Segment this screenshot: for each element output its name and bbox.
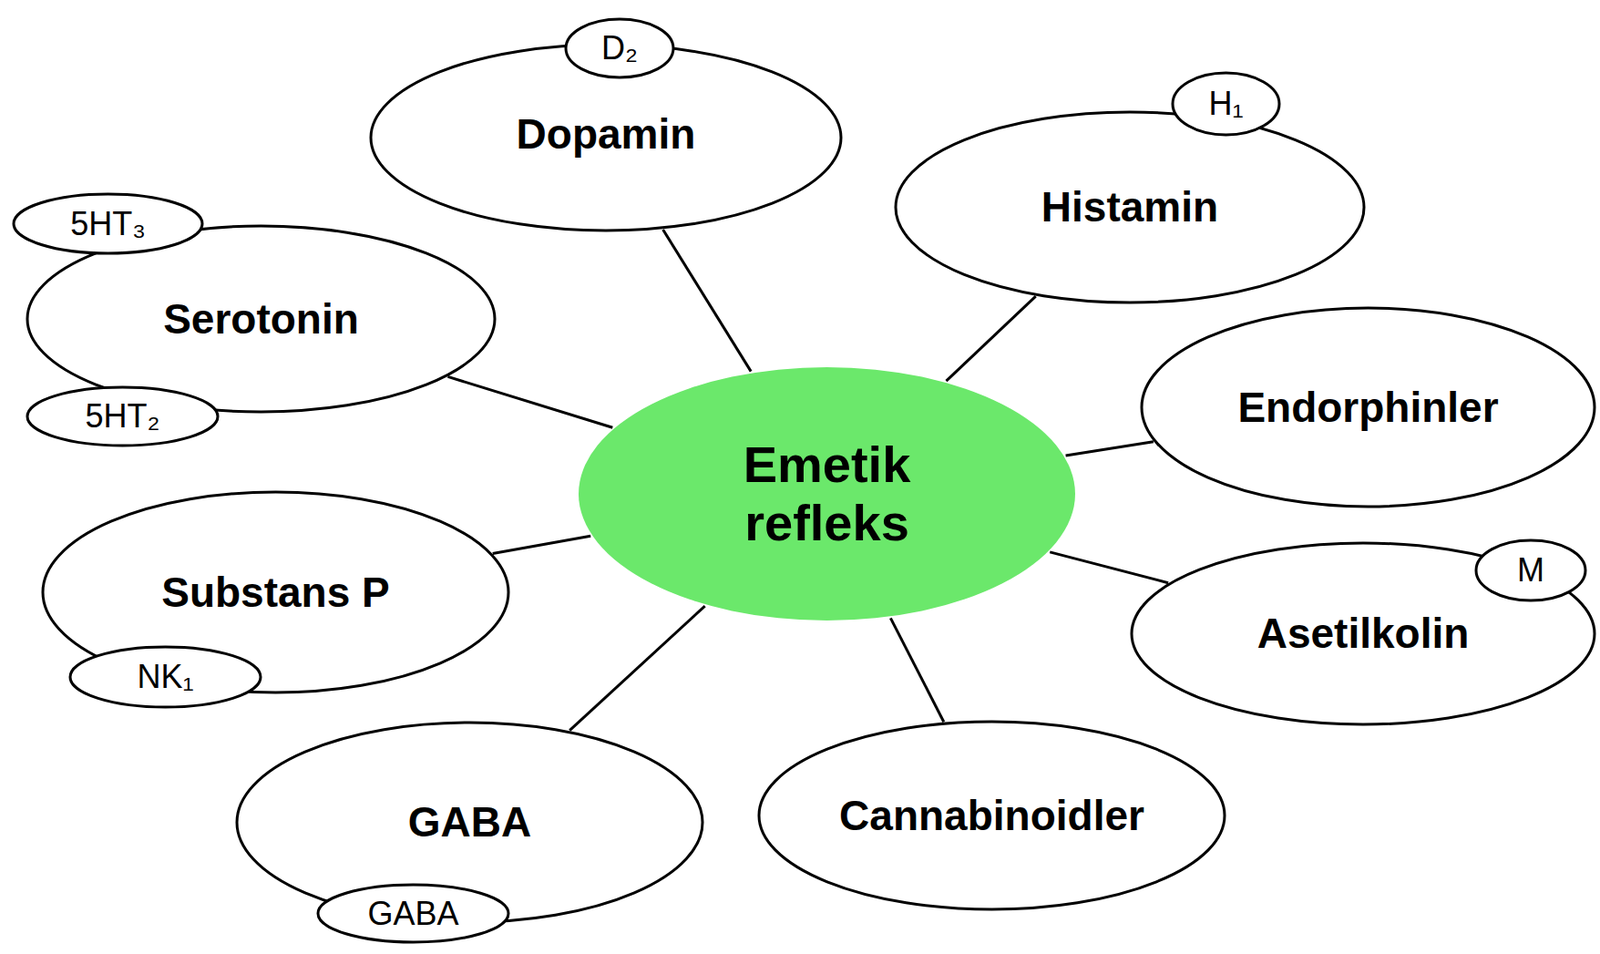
ellipse-shape bbox=[1131, 543, 1595, 725]
node-label: Histamin bbox=[1041, 183, 1219, 232]
node-label: Emetik refleks bbox=[690, 435, 965, 554]
receptor-ellipse: 5HT₃ bbox=[11, 192, 205, 256]
connector-line bbox=[663, 229, 752, 372]
node-label: GABA bbox=[408, 798, 532, 847]
node-label: Endorphinler bbox=[1237, 383, 1498, 432]
receptor-ellipse: M bbox=[1474, 538, 1588, 603]
node-label: Dopamin bbox=[516, 110, 697, 159]
transmitter-ellipse: Asetilkolin M bbox=[1129, 541, 1597, 727]
ellipse-shape bbox=[1172, 72, 1280, 135]
connector-line bbox=[569, 605, 705, 731]
transmitter-ellipse: DopaminD₂ bbox=[369, 42, 843, 233]
ellipse-shape bbox=[758, 721, 1225, 910]
receptor-ellipse: 5HT₂ bbox=[25, 385, 220, 448]
receptor-ellipse: NK₁ bbox=[68, 645, 263, 709]
connector-line bbox=[1049, 552, 1169, 584]
receptor-label: H₁ bbox=[1208, 84, 1243, 123]
transmitter-ellipse: Serotonin5HT₃5HT₂ bbox=[25, 224, 497, 414]
center-ellipse: Emetik refleks bbox=[576, 365, 1077, 623]
ellipse-shape bbox=[13, 194, 203, 254]
receptor-label: D₂ bbox=[601, 29, 638, 67]
ellipse-shape bbox=[1476, 540, 1586, 601]
node-label: Substans P bbox=[161, 568, 390, 617]
receptor-label: M bbox=[1517, 551, 1545, 589]
node-label: Serotonin bbox=[163, 295, 359, 344]
connector-line bbox=[492, 535, 591, 554]
receptor-ellipse: GABA bbox=[316, 882, 511, 944]
ellipse-shape bbox=[317, 884, 509, 943]
node-label: Cannabinoidler bbox=[839, 791, 1145, 841]
ellipse-shape bbox=[27, 387, 218, 446]
ellipse-shape bbox=[895, 112, 1365, 303]
ellipse-shape bbox=[565, 19, 674, 78]
node-label: Asetilkolin bbox=[1257, 609, 1470, 658]
receptor-label: 5HT₂ bbox=[85, 397, 161, 435]
connector-line bbox=[447, 376, 613, 428]
connector-line bbox=[945, 296, 1036, 381]
receptor-ellipse: D₂ bbox=[564, 17, 676, 80]
transmitter-ellipse: Endorphinler bbox=[1139, 306, 1597, 509]
ellipse-shape bbox=[70, 646, 261, 708]
ellipse-shape bbox=[578, 367, 1076, 621]
transmitter-ellipse: Cannabinoidler bbox=[757, 719, 1227, 912]
transmitter-ellipse: HistaminH₁ bbox=[893, 110, 1366, 305]
connector-line bbox=[1066, 441, 1154, 456]
receptor-label: 5HT₃ bbox=[70, 205, 146, 243]
ellipse-shape bbox=[1141, 307, 1595, 507]
receptor-label: GABA bbox=[367, 894, 459, 933]
receptor-ellipse: H₁ bbox=[1170, 71, 1282, 137]
transmitter-ellipse: GABAGABA bbox=[235, 720, 705, 924]
connector-line bbox=[890, 617, 944, 722]
transmitter-ellipse: Substans P NK₁ bbox=[41, 490, 511, 695]
receptor-label: NK₁ bbox=[136, 657, 194, 696]
